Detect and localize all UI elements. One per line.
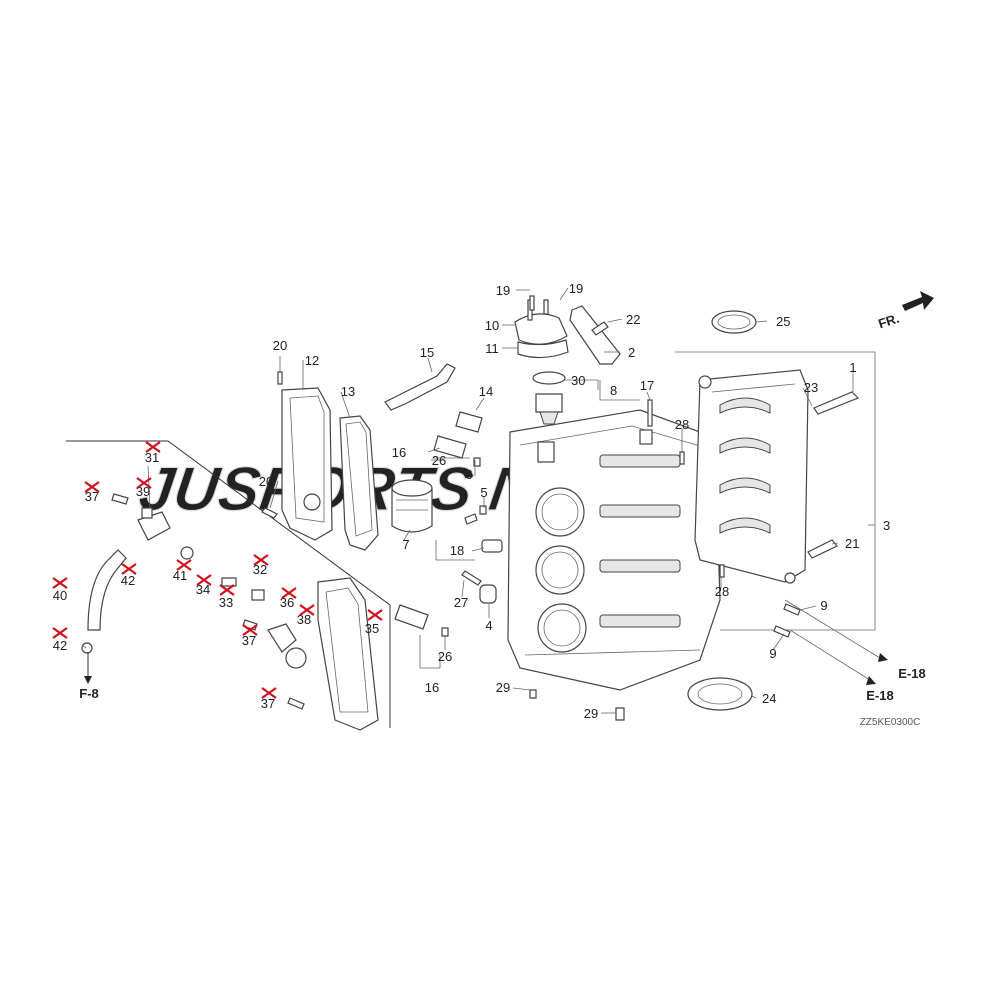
callout-19-left: 19 [496,283,510,298]
discontinued-marks [52,441,383,699]
plug [481,539,503,553]
callout-9-lower: 9 [769,646,776,661]
f8-arrowhead-icon [84,676,92,684]
callout-7: 7 [402,537,409,552]
ref-e18-upper: E-18 [898,666,925,681]
e18-arrowhead-upper-icon [878,653,888,662]
bracket [569,305,621,365]
callouts: 1 2 3 4 5 6 7 8 9 9 10 11 12 13 14 15 16… [53,281,890,721]
callout-15: 15 [420,345,434,360]
bolts [111,295,860,721]
callout-29-left: 29 [496,680,510,695]
callout-28-lower: 28 [715,584,729,599]
callout-32: 32 [253,562,267,577]
callout-26-upper: 26 [432,453,446,468]
callout-38: 38 [297,612,311,627]
callout-12: 12 [305,353,319,368]
callout-23: 23 [804,380,818,395]
cylinder-block [507,409,721,691]
crankcase [694,369,809,584]
callout-33: 33 [219,595,233,610]
water-jacket-cover [317,577,379,731]
callout-17: 17 [640,378,654,393]
thermostat-seal [532,371,566,385]
callout-42-lower: 42 [53,638,67,653]
grommet [479,584,497,604]
callout-24: 24 [762,691,776,706]
callout-22: 22 [626,312,640,327]
callout-9-upper: 9 [820,598,827,613]
exhaust-gasket [339,415,379,551]
callout-36: 36 [280,595,294,610]
callout-4: 4 [485,618,492,633]
callout-18: 18 [450,543,464,558]
callout-10: 10 [485,318,499,333]
diagram-code: ZZ5KE0300C [860,717,921,728]
washer-upper [180,546,194,560]
callout-19-right: 19 [569,281,583,296]
callout-14: 14 [479,384,493,399]
part-drawings [81,291,934,731]
o-ring [285,647,307,669]
switch-lower [394,604,429,630]
direction-label: FR. [876,311,901,332]
callout-1: 1 [849,360,856,375]
oil-seal [711,310,757,334]
washer-lower [81,642,93,654]
callout-20-lower: 20 [259,474,273,489]
callout-8: 8 [610,383,617,398]
thermostat-cover [514,299,569,359]
oil-filter [391,479,433,533]
callout-37-lower: 37 [261,696,275,711]
switch-upper [433,435,467,459]
callout-21: 21 [845,536,859,551]
callout-2: 2 [628,345,635,360]
callout-16-upper: 16 [392,445,406,460]
callout-37-left: 37 [85,489,99,504]
ref-f8: F-8 [79,686,99,701]
hose [87,549,127,631]
thermostat [535,393,563,425]
callout-41: 41 [173,568,187,583]
ref-e18-lower: E-18 [866,688,893,703]
callout-37-mid: 37 [242,633,256,648]
callout-30: 30 [571,373,585,388]
callout-29-right: 29 [584,706,598,721]
callout-16-lower: 16 [425,680,439,695]
sensor-cable [384,363,456,411]
callout-34: 34 [196,582,210,597]
bearing [687,677,753,711]
callout-6: 6 [465,467,472,482]
callout-42-upper: 42 [121,573,135,588]
callout-39: 39 [136,484,150,499]
temp-sensor [455,411,483,433]
callout-11: 11 [485,341,499,356]
callout-13: 13 [341,384,355,399]
callout-40: 40 [53,588,67,603]
group-frames [66,351,881,728]
direction-arrow-icon [902,291,934,311]
callout-3: 3 [883,518,890,533]
callout-27: 27 [454,595,468,610]
pipe-joint [137,511,171,541]
callout-28-upper: 28 [675,417,689,432]
exhaust-cover [281,387,333,541]
callout-20-upper: 20 [273,338,287,353]
pump-housing [267,623,297,653]
callout-26-lower: 26 [438,649,452,664]
callout-35: 35 [365,621,379,636]
callout-25: 25 [776,314,790,329]
e18-arrowhead-lower-icon [866,676,876,685]
callout-31: 31 [145,450,159,465]
leader-lines [81,287,875,714]
callout-5: 5 [480,485,487,500]
